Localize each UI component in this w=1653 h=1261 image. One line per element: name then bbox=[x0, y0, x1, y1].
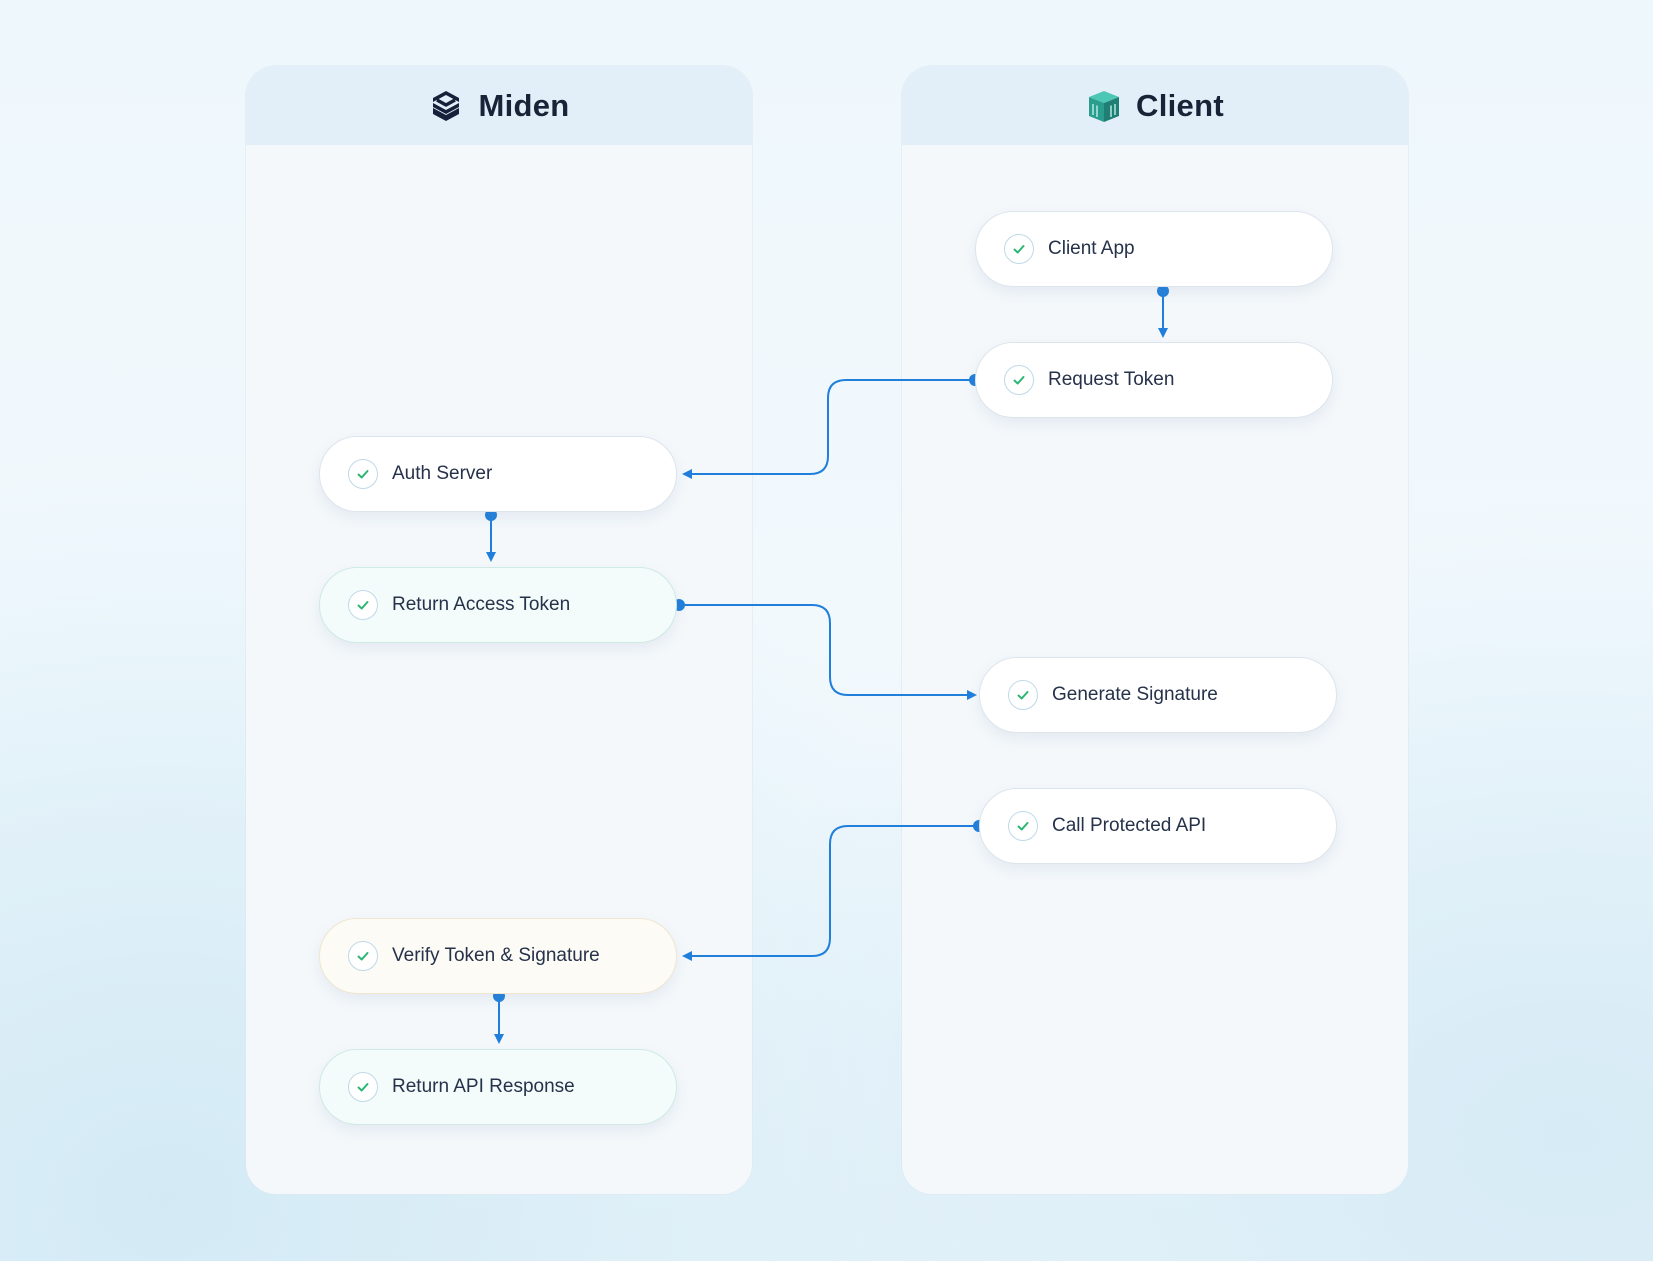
node-call-protected-api[interactable]: Call Protected API bbox=[979, 788, 1337, 864]
node-request-token[interactable]: Request Token bbox=[975, 342, 1333, 418]
lane-title-miden: Miden bbox=[478, 87, 570, 123]
cube-building-icon bbox=[1086, 88, 1122, 124]
node-label: Auth Server bbox=[392, 463, 493, 484]
node-label: Client App bbox=[1048, 238, 1135, 259]
node-label: Return API Response bbox=[392, 1076, 575, 1097]
lane-title-client: Client bbox=[1136, 87, 1224, 123]
miden-logo-icon bbox=[428, 88, 464, 124]
node-generate-signature[interactable]: Generate Signature bbox=[979, 657, 1337, 733]
checkmark-icon bbox=[348, 459, 378, 489]
node-verify-token-signature[interactable]: Verify Token & Signature bbox=[319, 918, 677, 994]
node-label: Request Token bbox=[1048, 369, 1175, 390]
node-return-access-token[interactable]: Return Access Token bbox=[319, 567, 677, 643]
checkmark-icon bbox=[348, 941, 378, 971]
checkmark-icon bbox=[348, 590, 378, 620]
checkmark-icon bbox=[348, 1072, 378, 1102]
node-auth-server[interactable]: Auth Server bbox=[319, 436, 677, 512]
node-label: Return Access Token bbox=[392, 594, 571, 615]
lane-header-client: Client bbox=[902, 66, 1408, 145]
node-return-api-response[interactable]: Return API Response bbox=[319, 1049, 677, 1125]
checkmark-icon bbox=[1004, 234, 1034, 264]
checkmark-icon bbox=[1008, 680, 1038, 710]
node-client-app[interactable]: Client App bbox=[975, 211, 1333, 287]
lane-header-miden: Miden bbox=[246, 66, 752, 145]
checkmark-icon bbox=[1004, 365, 1034, 395]
checkmark-icon bbox=[1008, 811, 1038, 841]
node-label: Generate Signature bbox=[1052, 684, 1218, 705]
node-label: Call Protected API bbox=[1052, 815, 1207, 836]
node-label: Verify Token & Signature bbox=[392, 945, 600, 966]
